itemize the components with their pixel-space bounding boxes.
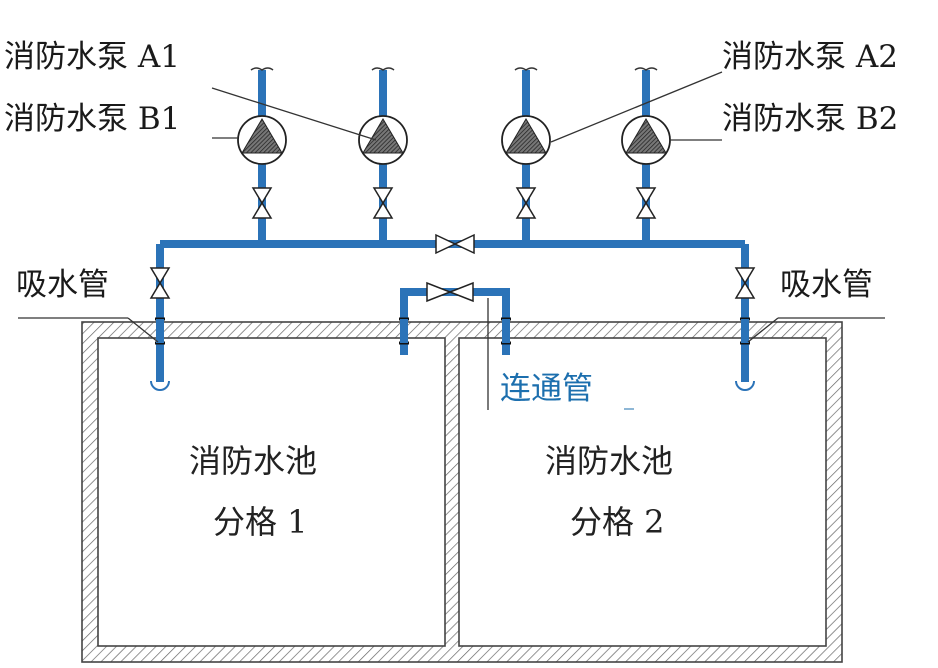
valve-suction-left (149, 267, 171, 299)
pool-2-subtitle: 分格 2 (570, 503, 665, 541)
suction-pipe-right-label: 吸水管 (780, 267, 873, 303)
pool-structure (81, 321, 843, 663)
pump-a1-label: 消防水泵 A1 (4, 39, 180, 75)
valve-pump-b2 (635, 187, 657, 219)
leader-suction-right (747, 317, 779, 343)
pump-b1-label: 消防水泵 B1 (4, 101, 181, 137)
leader-suction-left (127, 317, 159, 343)
leader-pump-a2 (550, 71, 723, 143)
valve-connecting-pipe (426, 281, 474, 303)
foot-valves (150, 380, 755, 391)
pool-2-title: 消防水池 (545, 442, 674, 480)
valve-pump-b1 (251, 187, 273, 219)
flanges (155, 317, 750, 345)
foot-valve-right (735, 380, 755, 391)
pipe-top-caps (250, 67, 658, 71)
pool-1-subtitle: 分格 1 (213, 503, 308, 541)
pump-a2-label: 消防水泵 A2 (722, 39, 898, 75)
pump-b2-label: 消防水泵 B2 (722, 101, 899, 137)
valves (149, 187, 756, 303)
valve-pump-a2 (515, 187, 537, 219)
pump-a2 (501, 115, 551, 165)
pool-roof-wall (82, 322, 842, 338)
foot-valve-left (150, 380, 170, 391)
pool-1-title: 消防水池 (189, 442, 318, 480)
pumps (237, 115, 671, 165)
leader-lines (18, 71, 885, 410)
pool-compartment-1 (97, 337, 446, 647)
suction-pipe-left-label: 吸水管 (16, 267, 109, 303)
pump-b1 (237, 115, 287, 165)
pool-compartment-2 (458, 337, 827, 647)
leader-pump-a1 (211, 87, 377, 141)
pool-left-wall (82, 322, 98, 662)
pool-floor-wall (82, 646, 842, 662)
pool-right-wall (826, 322, 842, 662)
pump-a1 (358, 115, 408, 165)
pool-partition-wall (445, 338, 459, 646)
connecting-pipe-label: 连通管 (500, 371, 593, 407)
valve-header-tie (435, 233, 475, 255)
valve-pump-a1 (372, 187, 394, 219)
valve-suction-right (734, 267, 756, 299)
pump-b2 (621, 115, 671, 165)
